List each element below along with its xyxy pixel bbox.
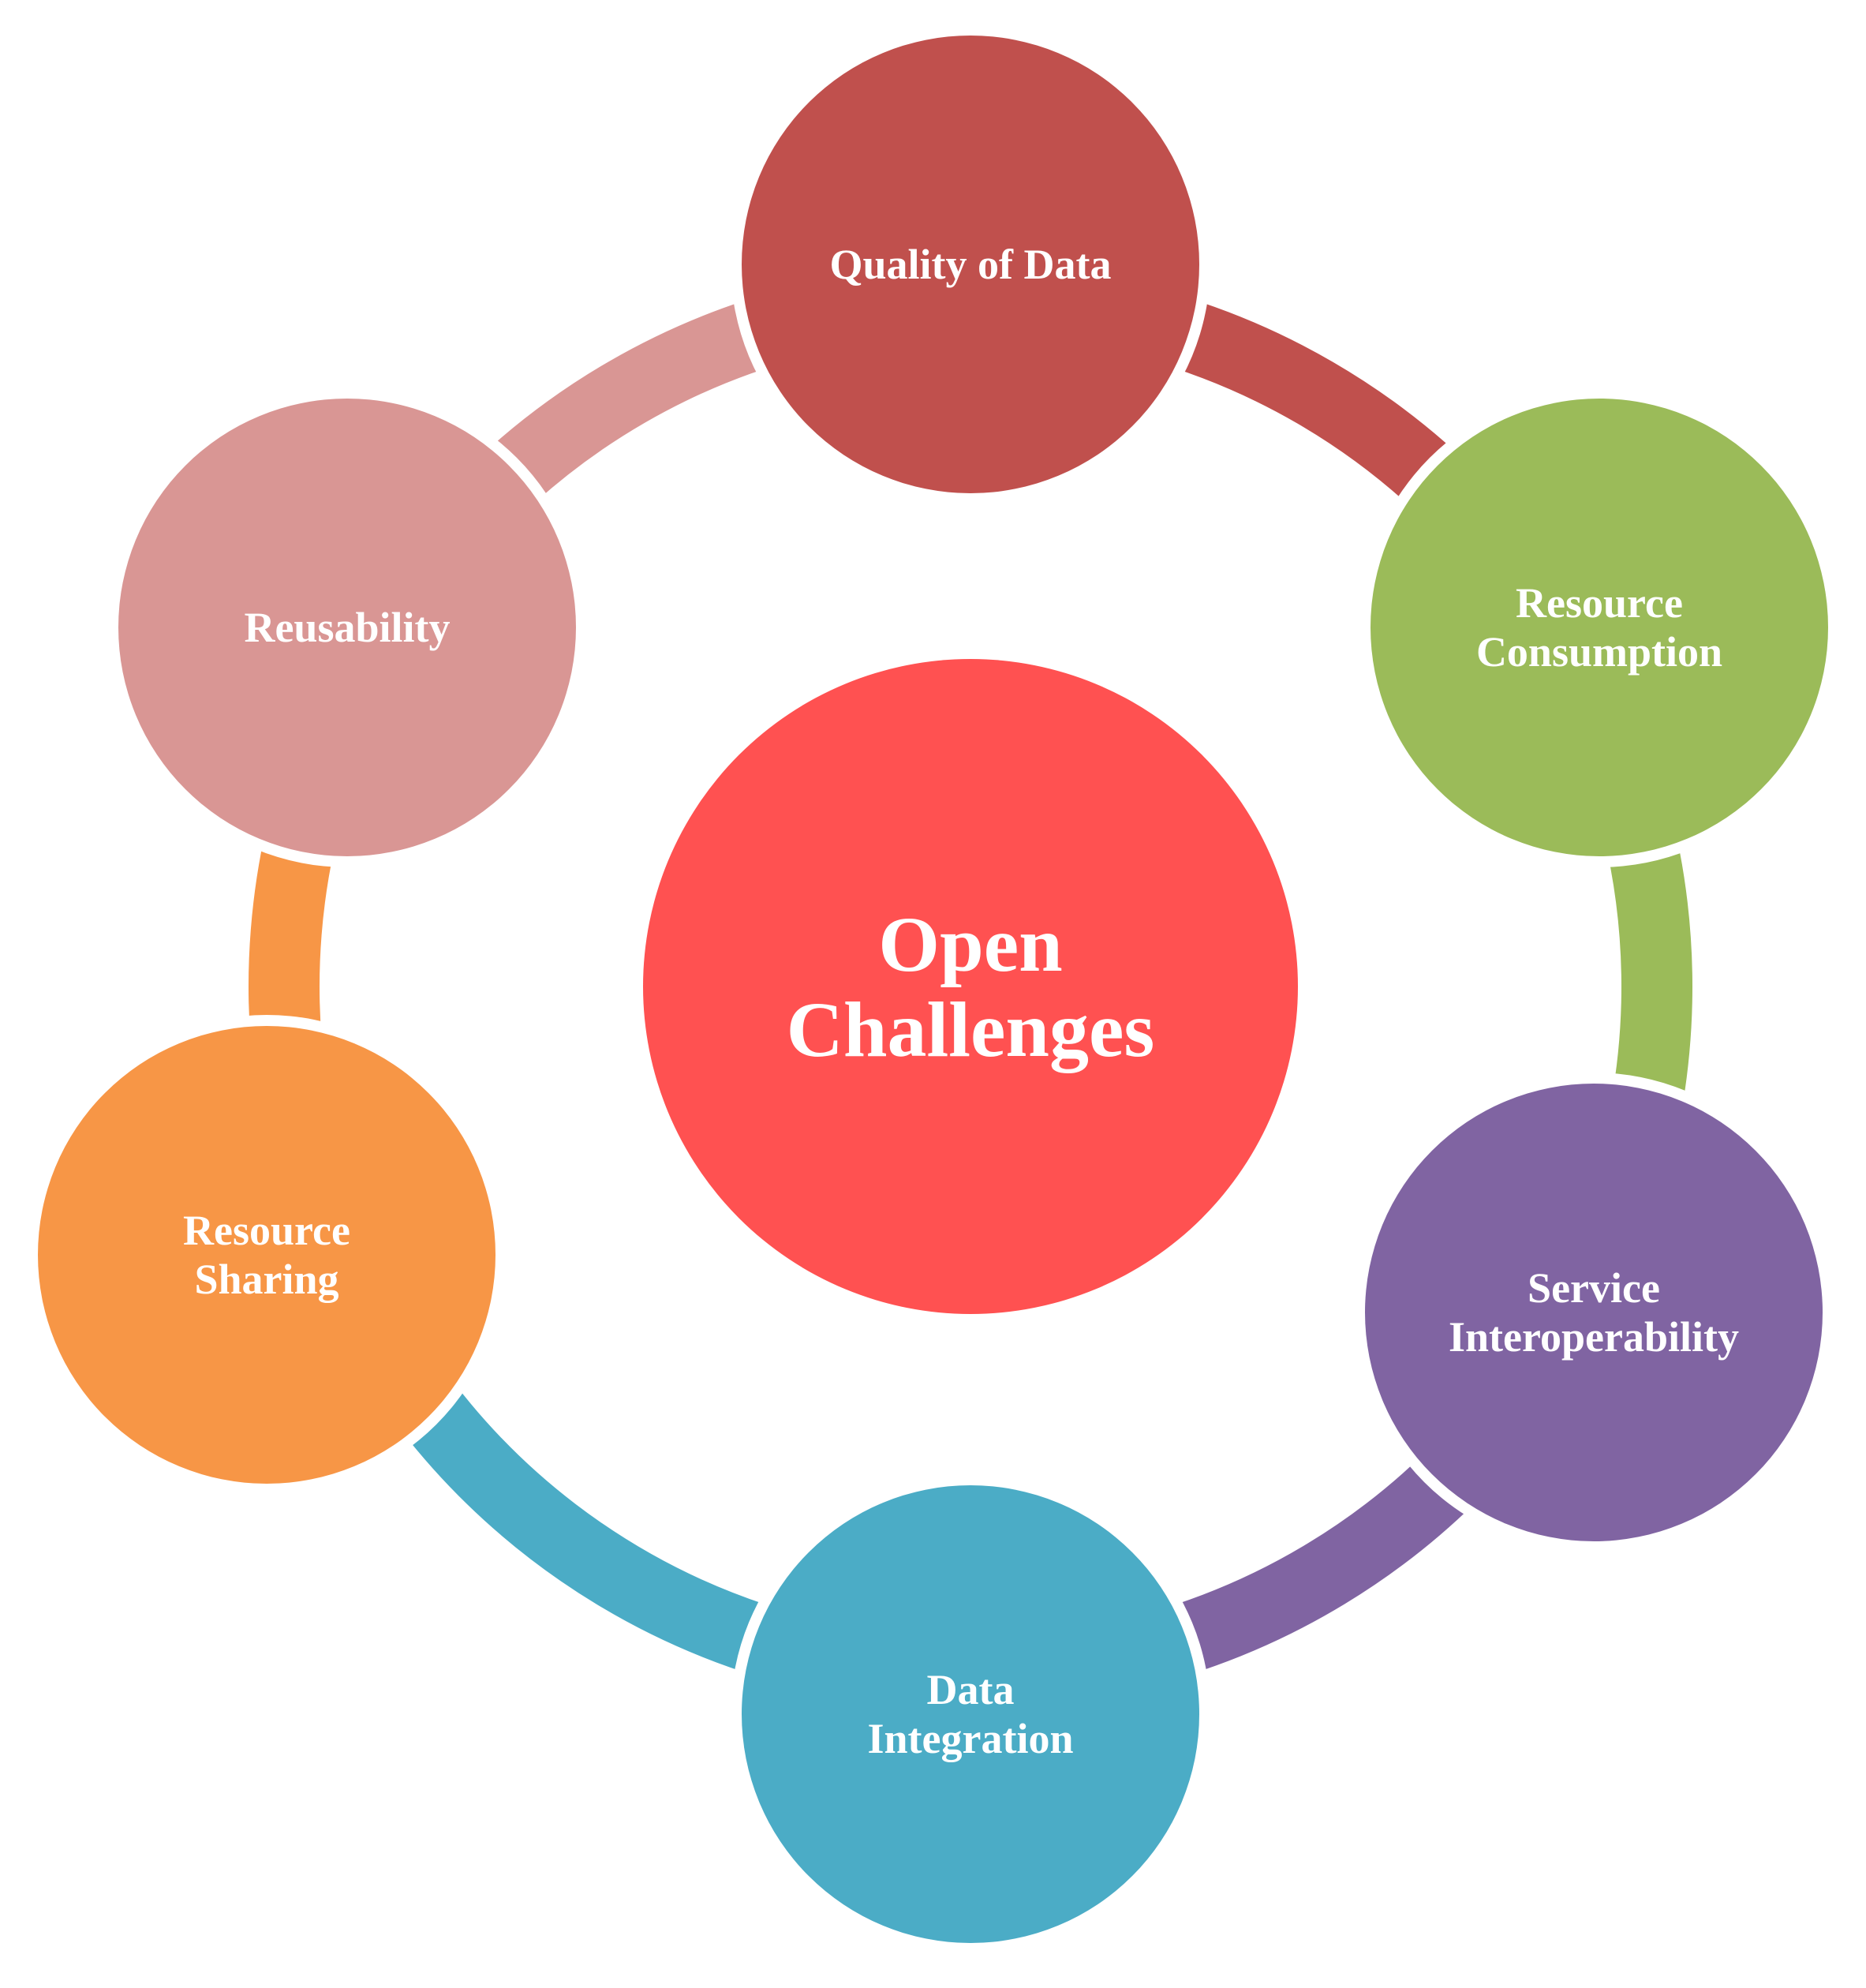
node-reusability: Reusability [107,387,587,867]
node-label-quality-of-data: Quality of Data [830,241,1112,288]
node-label-line: Resource [183,1207,350,1254]
node-circle-resource-sharing [38,1026,495,1484]
node-label-reusability: Reusability [244,604,450,651]
center-circle [643,659,1298,1314]
node-label-line: Integration [868,1715,1074,1762]
node-label-line: Resource [1516,579,1683,627]
node-quality-of-data: Quality of Data [731,24,1210,504]
node-label-line: Reusability [244,604,450,651]
node-label-line: Interoperability [1449,1313,1739,1361]
center-title-line: Open [878,900,1062,988]
node-label-line: Sharing [194,1256,338,1303]
node-circle-quality-of-data [742,36,1199,493]
node-circle-resource-consumption [1371,399,1828,856]
node-circle-reusability [118,399,576,856]
node-label-line: Consumption [1476,628,1722,676]
node-label-line: Quality of Data [830,241,1112,288]
node-label-line: Data [927,1666,1015,1713]
node-circle-data-integration [742,1485,1199,1943]
node-circle-service-interoperability [1365,1084,1823,1541]
node-label-line: Service [1528,1264,1660,1312]
center-title-line: Challenges [787,986,1155,1073]
